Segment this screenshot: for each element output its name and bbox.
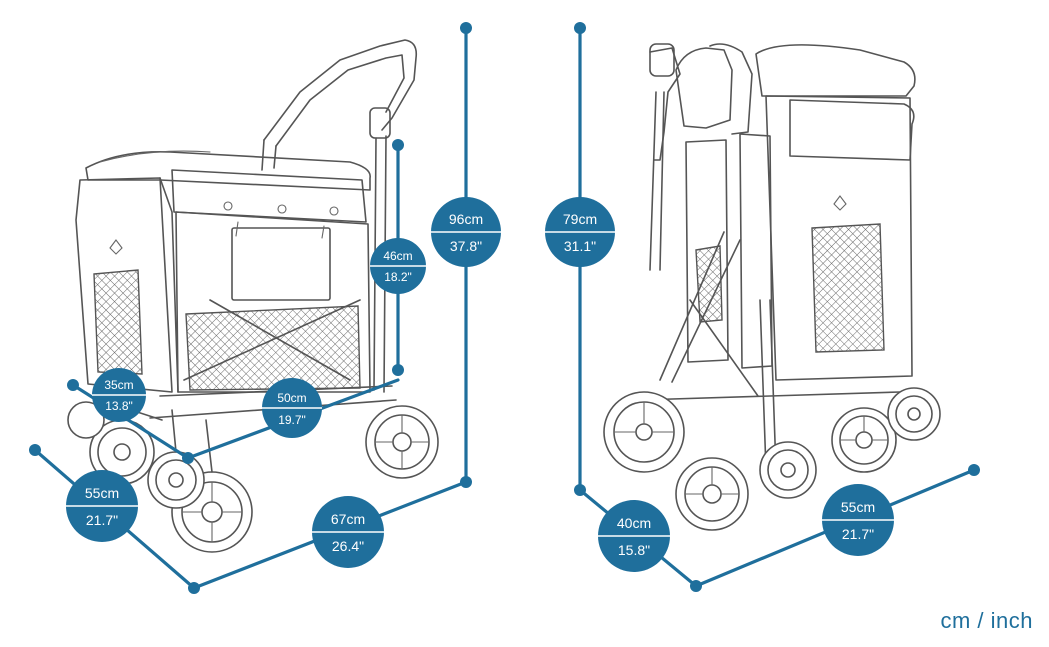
- folded-stroller-illustration: [603, 43, 941, 531]
- badge-cm-text: 55cm: [85, 485, 119, 501]
- badge-folded-depth-40cm: 40cm 15.8": [598, 500, 670, 572]
- badge-cm-text: 46cm: [383, 249, 412, 263]
- badge-height-96cm: 96cm 37.8": [431, 197, 501, 267]
- folded-wheel-2: [675, 457, 749, 531]
- folded-wheel-5: [887, 387, 941, 441]
- badge-inch-text: 13.8": [105, 399, 133, 413]
- badge-folded-height-79cm: 79cm 31.1": [545, 197, 615, 267]
- badge-inch-text: 26.4": [332, 538, 364, 554]
- badge-cm-text: 40cm: [617, 515, 651, 531]
- badge-cm-text: 96cm: [449, 211, 483, 227]
- badge-cm-text: 79cm: [563, 211, 597, 227]
- badge-inch-text: 15.8": [618, 542, 650, 558]
- unit-legend: cm / inch: [940, 608, 1033, 633]
- badge-cm-text: 67cm: [331, 511, 365, 527]
- badge-width-55cm: 55cm 21.7": [66, 470, 138, 542]
- badge-folded-width-55cm: 55cm 21.7": [822, 484, 894, 556]
- folded-wheel-1: [603, 391, 685, 473]
- badge-inch-text: 18.2": [384, 270, 412, 284]
- badge-inch-text: 21.7": [842, 526, 874, 542]
- badge-inch-text: 19.7": [278, 413, 306, 427]
- badge-cm-text: 35cm: [104, 378, 133, 392]
- badge-inner-depth-35cm: 35cm 13.8": [92, 368, 146, 422]
- badge-inch-text: 21.7": [86, 512, 118, 528]
- badge-cm-text: 50cm: [277, 391, 306, 405]
- badge-inner-length-50cm: 50cm 19.7": [262, 378, 322, 438]
- open-stroller-illustration: [67, 39, 439, 553]
- rear-left-wheel: [89, 419, 155, 485]
- rear-small-wheel: [147, 451, 205, 509]
- badge-length-67cm: 67cm 26.4": [312, 496, 384, 568]
- badge-cm-text: 55cm: [841, 499, 875, 515]
- badge-inch-text: 37.8": [450, 238, 482, 254]
- badge-inch-text: 31.1": [564, 238, 596, 254]
- badge-seat-height-46cm: 46cm 18.2": [370, 238, 426, 294]
- front-right-wheel: [365, 405, 439, 479]
- folded-wheel-3: [759, 441, 817, 499]
- folded-wheel-4: [831, 407, 897, 473]
